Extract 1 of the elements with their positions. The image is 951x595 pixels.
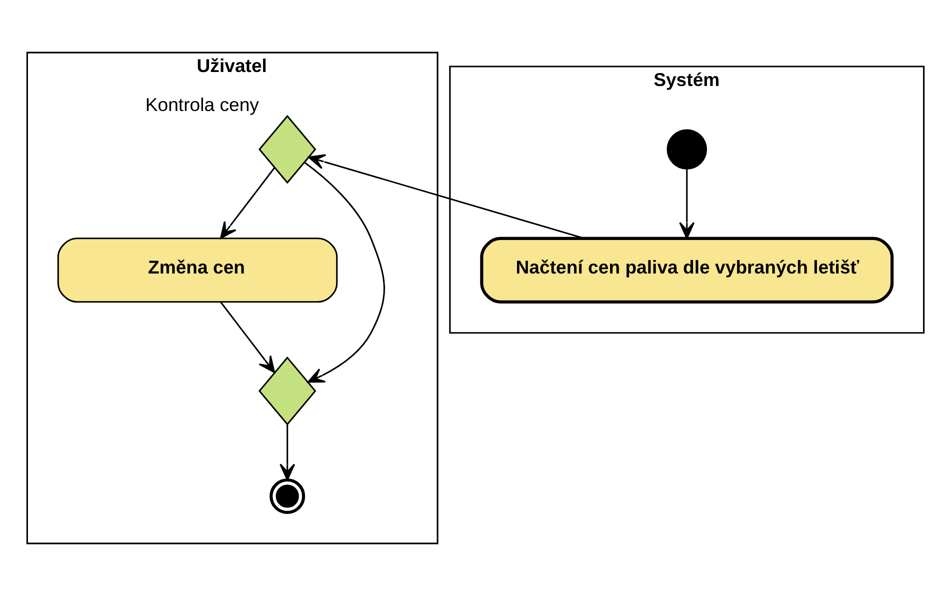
- node-label: Kontrola ceny: [145, 93, 259, 114]
